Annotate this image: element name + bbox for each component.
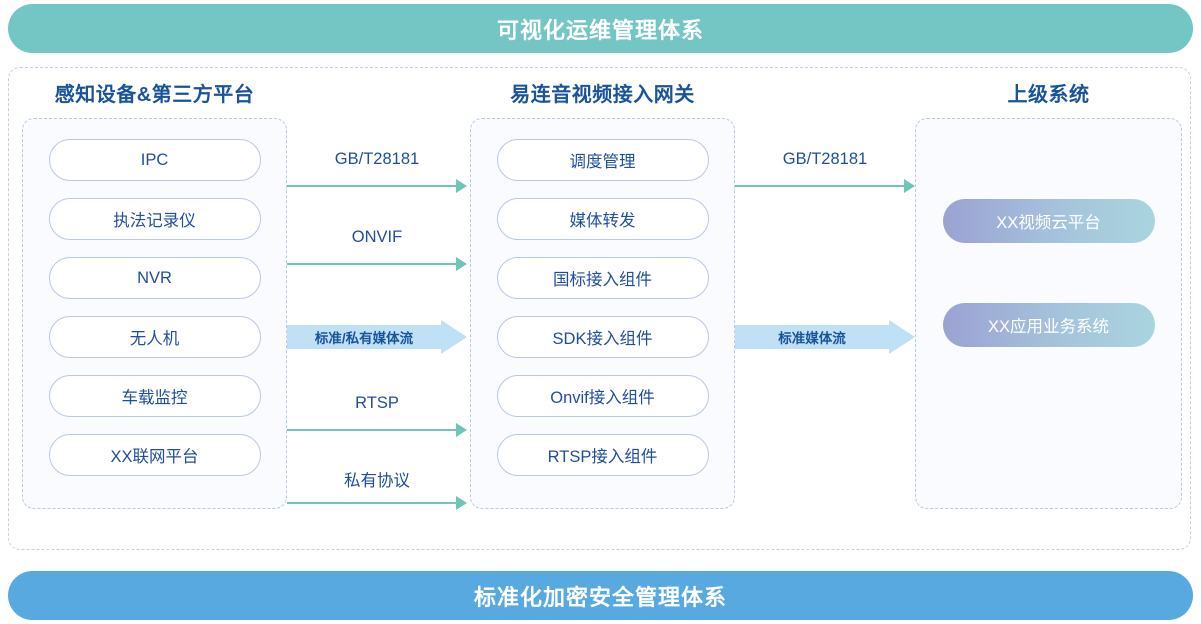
list-item[interactable]: 车载监控: [48, 375, 261, 417]
connector-block-label-standard-stream: 标准媒体流: [735, 325, 889, 349]
list-item[interactable]: NVR: [48, 257, 261, 299]
column-box-middle: 调度管理 媒体转发 国标接入组件 SDK接入组件 Onvif接入组件 RTSP接…: [470, 118, 735, 509]
list-item[interactable]: 无人机: [48, 316, 261, 358]
top-banner-label: 可视化运维管理体系: [496, 17, 704, 43]
list-item[interactable]: SDK接入组件: [496, 316, 709, 358]
list-item[interactable]: 国标接入组件: [496, 257, 709, 299]
connector-label-private-protocol: 私有协议: [344, 472, 410, 490]
connector-arrow-onvif: [287, 256, 467, 272]
top-banner: 可视化运维管理体系: [8, 4, 1193, 53]
list-item[interactable]: RTSP接入组件: [496, 434, 709, 476]
column-sensing-devices: 感知设备&第三方平台 IPC 执法记录仪 NVR 无人机 车载监控 XX联网平台: [22, 78, 287, 509]
list-item[interactable]: XX视频云平台: [942, 199, 1155, 243]
list-item[interactable]: Onvif接入组件: [496, 375, 709, 417]
connector-arrow-rtsp: [287, 422, 467, 438]
diagram-outer-frame: [8, 67, 1191, 550]
list-item[interactable]: XX联网平台: [48, 434, 261, 476]
connector-arrow-gbt28181-right: [735, 178, 915, 194]
bottom-banner: 标准化加密安全管理体系: [8, 571, 1193, 620]
list-item[interactable]: 执法记录仪: [48, 198, 261, 240]
column-title-middle: 易连音视频接入网关: [510, 84, 695, 106]
column-box-left: IPC 执法记录仪 NVR 无人机 车载监控 XX联网平台: [22, 118, 287, 509]
connector-label-onvif: ONVIF: [351, 228, 403, 246]
column-access-gateway: 易连音视频接入网关 调度管理 媒体转发 国标接入组件 SDK接入组件 Onvif…: [470, 78, 735, 509]
bottom-banner-label: 标准化加密安全管理体系: [473, 584, 727, 610]
connector-arrow-gbt28181-left: [287, 178, 467, 194]
column-upper-system: 上级系统 XX视频云平台 XX应用业务系统: [915, 78, 1182, 509]
list-item[interactable]: IPC: [48, 139, 261, 181]
connector-arrow-private-protocol: [287, 495, 467, 511]
list-item[interactable]: XX应用业务系统: [942, 303, 1155, 347]
connector-label-gbt28181-right: GB/T28181: [782, 150, 868, 168]
connector-block-label-standard-private-stream: 标准/私有媒体流: [287, 325, 441, 349]
connector-block-standard-stream: 标准媒体流: [735, 320, 915, 354]
list-item[interactable]: 媒体转发: [496, 198, 709, 240]
column-title-left: 感知设备&第三方平台: [54, 84, 255, 106]
connector-label-rtsp: RTSP: [355, 394, 399, 412]
column-title-right: 上级系统: [1007, 84, 1090, 106]
connector-block-standard-private-stream: 标准/私有媒体流: [287, 320, 467, 354]
column-box-right: XX视频云平台 XX应用业务系统: [915, 118, 1182, 509]
connector-label-gbt28181-left: GB/T28181: [334, 150, 420, 168]
list-item[interactable]: 调度管理: [496, 139, 709, 181]
